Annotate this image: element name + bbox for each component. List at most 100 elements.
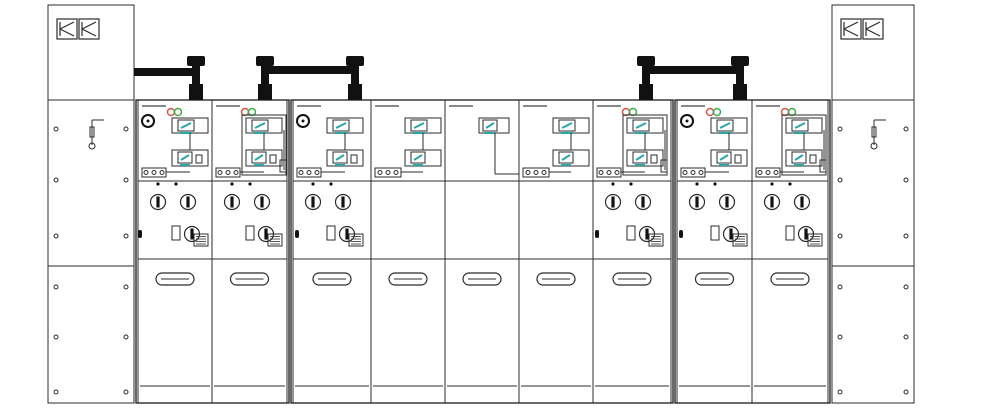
panel-bay-4-bus-section xyxy=(370,99,446,404)
gauge-ring xyxy=(296,114,310,128)
logo-mark xyxy=(56,18,100,40)
gauge-hub xyxy=(146,119,150,123)
panel-group-2 xyxy=(290,99,674,404)
socket-key xyxy=(311,196,315,208)
terminal-strip xyxy=(680,167,729,178)
teal-indicator-slash xyxy=(794,154,804,161)
position-dot xyxy=(770,182,774,186)
teal-indicator-slash xyxy=(335,154,345,161)
teal-indicator-frame xyxy=(482,119,498,132)
screw xyxy=(123,177,129,183)
teal-indicator-slash xyxy=(635,122,647,129)
logo-stroke-right xyxy=(865,21,881,37)
panel-bay-3-feeder-switch xyxy=(292,99,372,404)
terminal-screw xyxy=(757,170,763,175)
terminal-screw xyxy=(682,170,688,175)
gauge-ring xyxy=(680,114,694,128)
logo-box-left xyxy=(56,18,78,40)
panel-bay-7-feeder-switch xyxy=(592,99,672,404)
socket-ring xyxy=(688,193,706,211)
fuse-carrier xyxy=(626,225,636,241)
side-latch xyxy=(595,230,599,238)
screw xyxy=(123,233,129,239)
fuse-icon xyxy=(88,119,104,150)
teal-indicator-frame xyxy=(716,119,734,132)
terminal-strip xyxy=(296,167,345,178)
screw xyxy=(123,126,129,132)
cable-riser xyxy=(736,58,744,100)
position-dot xyxy=(329,182,333,186)
socket-ring xyxy=(304,193,322,211)
cable-run xyxy=(265,66,355,74)
lamp-green xyxy=(628,107,638,117)
gauge-hub xyxy=(685,119,689,123)
screw xyxy=(903,233,909,239)
operating-shaft-socket xyxy=(604,193,622,211)
screw xyxy=(903,177,909,183)
screw xyxy=(903,126,909,132)
cable-riser xyxy=(642,58,650,100)
nameplate xyxy=(648,233,664,247)
screw xyxy=(837,233,843,239)
pressure-gauge-icon xyxy=(141,114,155,128)
position-dot xyxy=(695,182,699,186)
socket-key xyxy=(264,228,268,240)
socket-key xyxy=(729,228,733,240)
end-cabinet-frame xyxy=(47,4,135,404)
mimic-enclosure xyxy=(622,114,668,176)
door-handle xyxy=(388,272,428,286)
door-handle-outer xyxy=(462,272,502,286)
nameplate-frame xyxy=(348,233,364,247)
terminal-screw xyxy=(314,170,320,175)
door-handle-outer xyxy=(312,272,352,286)
terminal-screw xyxy=(606,170,612,175)
socket-key xyxy=(230,196,234,208)
socket-key xyxy=(611,196,615,208)
socket-ring xyxy=(634,193,652,211)
socket-key xyxy=(345,228,349,240)
fuse-icon xyxy=(870,119,886,150)
terminal-strip-frame xyxy=(215,167,241,178)
terminal-strip-frame xyxy=(374,167,402,178)
terminal-screw xyxy=(306,170,312,175)
nameplate-frame xyxy=(807,233,823,247)
operating-shaft-socket xyxy=(304,193,322,211)
socket-key xyxy=(186,196,190,208)
socket-key xyxy=(341,196,345,208)
operating-shaft-socket xyxy=(334,193,352,211)
fuse-carrier xyxy=(785,225,795,241)
cable-riser xyxy=(351,58,359,100)
teal-indicator-slash xyxy=(254,122,266,129)
mimic-switch xyxy=(269,154,277,164)
position-dot xyxy=(611,182,615,186)
teal-indicator-slash xyxy=(335,122,347,129)
teal-indicator-slash xyxy=(719,122,731,129)
teal-indicator-slash xyxy=(254,154,264,161)
cable-termination xyxy=(187,56,205,66)
bay-frame xyxy=(676,99,753,404)
nameplate-frame xyxy=(648,233,664,247)
lamp-red xyxy=(240,107,250,117)
mimic-terminal xyxy=(279,159,287,173)
nameplate-frame xyxy=(267,233,283,247)
socket-ring xyxy=(718,193,736,211)
teal-indicator-frame xyxy=(632,151,648,164)
door-handle xyxy=(312,272,352,286)
terminal-screw xyxy=(614,170,620,175)
terminal-strip-frame xyxy=(522,167,550,178)
cable-elbow-2 xyxy=(256,56,274,100)
teal-indicator-frame xyxy=(332,119,350,132)
screw xyxy=(53,334,59,340)
door-handle-outer xyxy=(388,272,428,286)
screw xyxy=(837,284,843,290)
logo-mark xyxy=(840,18,884,40)
screw xyxy=(53,126,59,132)
socket-key xyxy=(770,196,774,208)
screw xyxy=(903,334,909,340)
door-handle-outer xyxy=(536,272,576,286)
socket-ring xyxy=(334,193,352,211)
side-latch xyxy=(138,230,142,238)
operating-shaft-socket xyxy=(718,193,736,211)
cable-run xyxy=(646,66,740,74)
terminal-strip-frame xyxy=(680,167,706,178)
